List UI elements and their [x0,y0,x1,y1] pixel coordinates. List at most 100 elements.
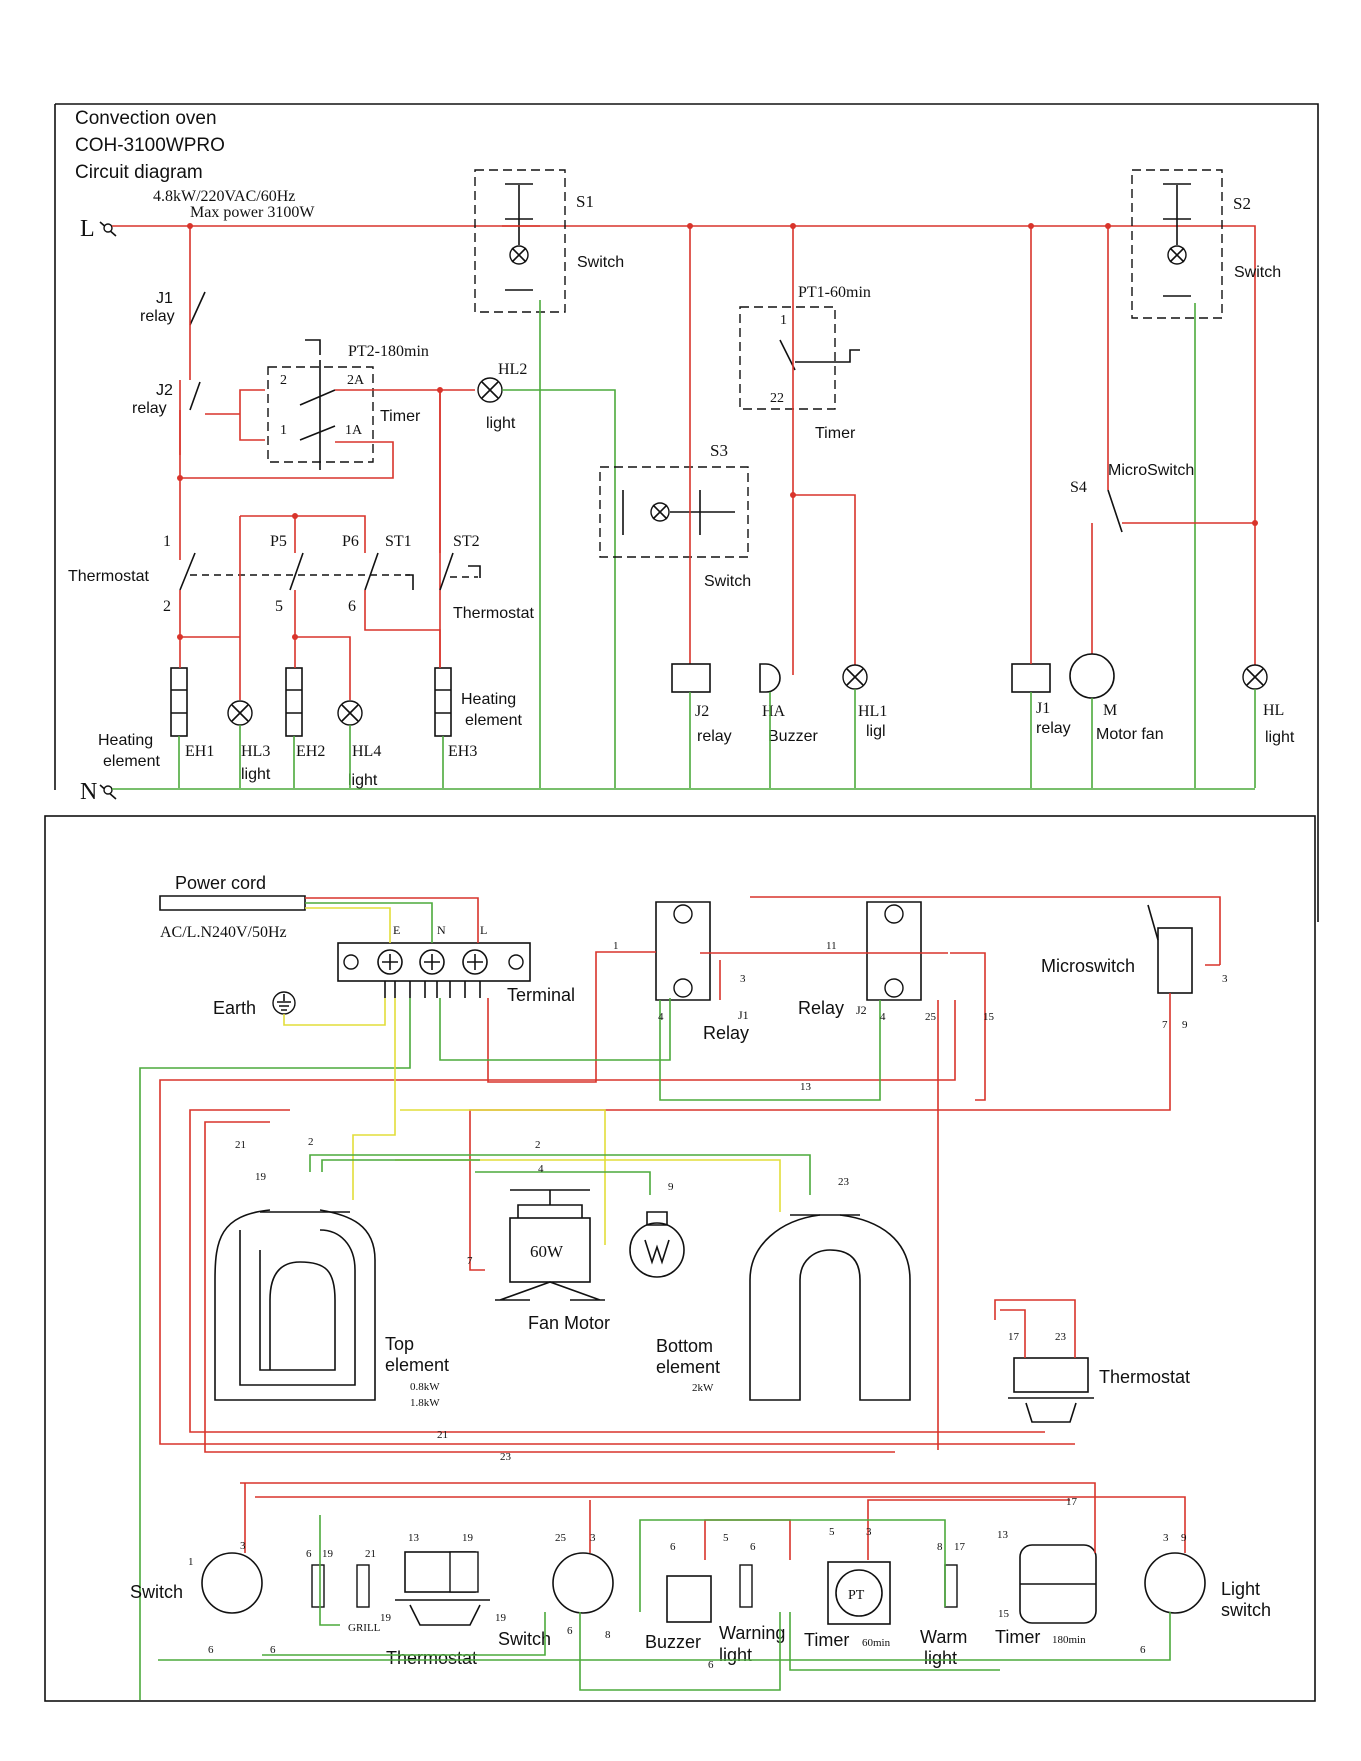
svg-text:13: 13 [800,1081,812,1093]
therm-pin-5: 5 [275,598,283,615]
svg-text:23: 23 [1055,1331,1067,1343]
warning-label: Warning [719,1623,785,1643]
power-cord-label: Power cord [175,873,266,893]
microswitch-label: MicroSwitch [1108,462,1194,479]
motor-fan-label: Motor fan [1096,726,1164,743]
bottom-element-kw: 2kW [692,1382,714,1394]
schematic-panel: Convection oven COH-3100WPRO Circuit dia… [54,103,1319,922]
warm-light-label: light [924,1648,957,1668]
relay-j2-label: Relay [798,998,844,1018]
s2-switch-label: Switch [1234,264,1281,281]
pt2-pin-1: 1 [280,423,287,438]
p6-label: P6 [342,533,359,550]
s3-box [599,466,749,558]
ac-label: AC/L.N240V/50Hz [160,924,287,941]
thermostat-bottom-label: Thermostat [386,1648,477,1668]
top-element-icon [214,1209,376,1401]
thermostat-label: Thermostat [68,568,149,585]
s1-contacts [505,183,533,291]
eh1-label: EH1 [185,743,214,760]
j2-label: J2 [156,382,173,399]
svg-text:23: 23 [838,1176,850,1188]
eh3-element-label: element [465,712,522,729]
pt2-pin-1a: 1A [345,423,363,438]
lower-green-wires [158,1515,1171,1691]
svg-text:7: 7 [467,1255,473,1267]
j1-label: J1 [156,290,173,307]
terminal-legs [384,981,481,998]
power-cord-icon [159,895,306,911]
j2-coil-label: J2 [695,703,709,720]
s4-label: S4 [1070,479,1087,496]
svg-text:25: 25 [925,1011,937,1023]
bottom-element-icon [749,1214,911,1401]
svg-text:6: 6 [670,1541,676,1553]
svg-text:19: 19 [255,1171,267,1183]
relay-j1-icon [655,901,711,1001]
hl4-light-label: light [348,772,378,789]
n-terminal [103,785,113,795]
hl1-ligl-label: ligl [866,723,886,740]
thermostat-right-body [1008,1397,1094,1423]
pt2-contacts [299,339,336,470]
svg-text:3: 3 [1163,1532,1169,1544]
terminal-screws [382,954,483,970]
top-element-label-1: Top [385,1334,414,1354]
buzzer-wiring-label: Buzzer [645,1632,701,1652]
hl4-label: HL4 [352,743,381,760]
top-element-kw1: 0.8kW [410,1381,440,1393]
eh3-segments [435,689,451,714]
terminal-label: Terminal [507,985,575,1005]
svg-text:13: 13 [997,1529,1009,1541]
svg-text:3: 3 [1222,973,1228,985]
neutral-terminal-label: N [80,779,97,805]
pt1-label: PT1-60min [798,284,871,301]
cord-neutral-wire [305,902,433,943]
svg-text:3: 3 [590,1532,596,1544]
microswitch-label: Microswitch [1041,956,1135,976]
junction-dots [177,223,1258,640]
max-power-label: Max power 3100W [190,204,315,221]
svg-text:4: 4 [538,1163,544,1175]
earth-network [352,998,781,1245]
eh3-icon [434,667,452,737]
hl3-cross [231,704,249,722]
svg-text:5: 5 [723,1532,729,1544]
j2-wires [179,389,394,479]
thermostat-label-2: Thermostat [453,605,534,622]
j1-coil-label: J1 [1036,700,1050,717]
hl-cross [1246,668,1264,686]
svg-text:1: 1 [613,940,619,952]
light-switch-label-1: Light [1221,1579,1260,1599]
s2-label: S2 [1233,194,1251,213]
j2-coil-relay-label: relay [697,728,732,745]
s3-switch-label: Switch [704,573,751,590]
element-feed [179,637,441,668]
svg-text:6: 6 [1140,1644,1146,1656]
warm-label: Warm [920,1627,967,1647]
svg-text:13: 13 [408,1532,420,1544]
l-terminal [103,223,113,233]
svg-text:3: 3 [240,1540,246,1552]
pt1-timer-box [739,306,836,410]
ha-label: HA [762,703,786,720]
s3-label: S3 [710,441,728,460]
s4-wires [1091,226,1255,675]
s3-contacts [622,490,735,535]
svg-text:7: 7 [1162,1019,1168,1031]
svg-text:21: 21 [437,1429,448,1441]
title-line-3: Circuit diagram [75,162,203,183]
svg-text:25: 25 [555,1532,567,1544]
svg-text:4: 4 [658,1011,664,1023]
svg-text:2: 2 [535,1139,541,1151]
pt1-wires [792,226,856,675]
s1-label: S1 [576,192,594,211]
hl3-label: HL3 [241,743,270,760]
relay-j2-icon [866,901,922,1001]
motor-fan-icon [1069,653,1115,699]
eh2-label: EH2 [296,743,325,760]
s1-box [474,169,566,313]
pt2-pin-2: 2 [280,373,287,388]
svg-text:21: 21 [365,1548,376,1560]
